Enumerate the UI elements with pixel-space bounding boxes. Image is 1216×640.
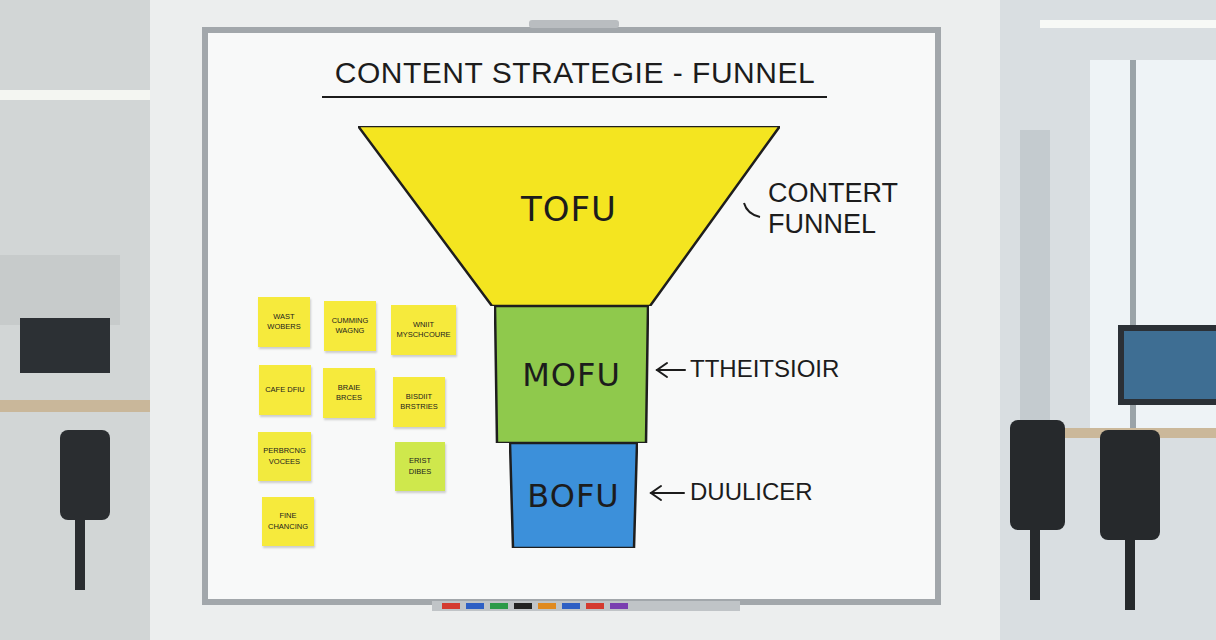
whiteboard — [205, 30, 938, 602]
window-pillar — [1020, 130, 1050, 430]
marker-tray — [432, 601, 740, 611]
funnel-band — [510, 443, 637, 548]
marker — [586, 603, 604, 609]
note-text: BISDIIT BRSTRIES — [397, 392, 441, 412]
monitor — [1118, 325, 1216, 405]
arrow-head — [651, 486, 661, 500]
leader-line — [651, 492, 684, 494]
ceiling-light — [0, 90, 150, 100]
leader-line — [657, 369, 685, 371]
leader-arrow — [651, 486, 684, 500]
marker — [514, 603, 532, 609]
title-underline — [322, 96, 827, 98]
annotation-label: TTHEITSIOIR — [690, 355, 930, 383]
funnel-band — [495, 306, 648, 443]
marker — [562, 603, 580, 609]
note-text: WAST WOBERS — [262, 312, 306, 332]
markers — [442, 603, 628, 609]
note-text: ERIST DIBES — [399, 456, 441, 476]
sticky-note: BISDIIT BRSTRIES — [393, 377, 445, 427]
office-chair — [1010, 420, 1065, 530]
annotation-label: CONTERT FUNNEL — [768, 178, 918, 240]
funnel-stage: MOFU — [494, 306, 649, 443]
sticky-note: WNIIT MYSCHCOURE — [391, 305, 456, 355]
sticky-note: CUMMING WAGNG — [324, 301, 376, 351]
sticky-note: WAST WOBERS — [258, 297, 310, 347]
sticky-note: BRAIE BRCES — [323, 368, 375, 418]
funnel-stage: BOFU — [509, 443, 638, 548]
stage-label: TOFU — [521, 189, 617, 229]
leader-line — [744, 203, 760, 217]
funnel-band — [358, 126, 780, 306]
office-chair — [1100, 430, 1160, 540]
board-clip — [529, 20, 619, 28]
marker — [538, 603, 556, 609]
arrow-head — [657, 363, 667, 377]
chair-leg — [1030, 530, 1040, 600]
sticky-note: ERIST DIBES — [395, 442, 445, 491]
office-wall — [0, 255, 120, 325]
monitor — [20, 318, 110, 373]
stage-label: BOFU — [527, 477, 619, 515]
stage-label: MOFU — [522, 356, 621, 394]
sticky-note: FINE CHANCING — [262, 497, 314, 546]
note-text: CAFE DFIU — [265, 385, 305, 395]
wall-panel — [150, 0, 1000, 640]
note-text: BRAIE BRCES — [327, 383, 371, 403]
note-text: FINE CHANCING — [266, 511, 310, 531]
marker — [442, 603, 460, 609]
sticky-note: CAFE DFIU — [259, 365, 311, 415]
funnel-stage: TOFU — [358, 126, 780, 306]
diagram-title: CONTENT STRATEGIE - FUNNEL — [300, 56, 850, 90]
annotation-label: DUULICER — [690, 478, 930, 506]
left-office — [0, 0, 160, 640]
monitor-screen — [1124, 331, 1216, 399]
office-chair — [60, 430, 110, 520]
desk — [0, 400, 150, 412]
marker — [610, 603, 628, 609]
marker — [466, 603, 484, 609]
leader-arrow — [657, 363, 685, 377]
note-text: WNIIT MYSCHCOURE — [395, 320, 452, 340]
ceiling-light — [1040, 20, 1216, 28]
right-office — [1000, 0, 1216, 640]
sticky-note: PERBRCNG VOCEES — [258, 432, 311, 481]
window — [1090, 60, 1216, 430]
marker — [490, 603, 508, 609]
chair-leg — [1125, 540, 1135, 610]
note-text: CUMMING WAGNG — [328, 316, 372, 336]
chair-leg — [75, 520, 85, 590]
note-text: PERBRCNG VOCEES — [262, 446, 307, 466]
